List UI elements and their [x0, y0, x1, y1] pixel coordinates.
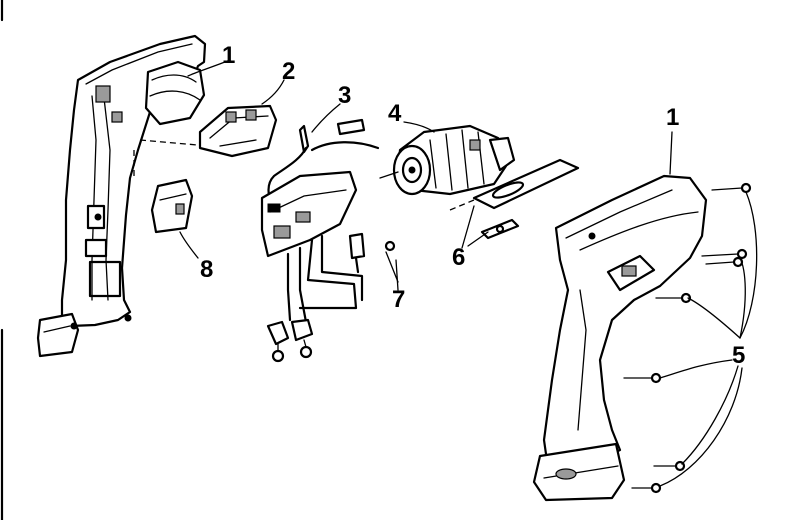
- label-trigger: 8: [200, 256, 214, 283]
- small-screw-part: [384, 240, 399, 283]
- switch-holder-part: [198, 104, 278, 158]
- label-plate-and-pin: 6: [452, 244, 466, 271]
- label-terminal-wire: 3: [338, 82, 352, 109]
- pin-part: [480, 218, 520, 240]
- label-small-screw: 7: [392, 286, 406, 313]
- trigger-part: [150, 178, 194, 234]
- label-housing-left: 1: [222, 42, 236, 69]
- leader-lines: [179, 59, 758, 487]
- label-switch-holder: 2: [282, 58, 296, 85]
- switch-wiring-assembly: [260, 118, 380, 363]
- motor-part: [379, 124, 516, 196]
- housing-screws: [623, 182, 752, 494]
- label-housing-right: 1: [666, 104, 680, 131]
- label-screws: 5: [732, 342, 746, 369]
- label-motor: 4: [388, 100, 402, 127]
- left-housing-half: [36, 34, 256, 358]
- mounting-plate-part: [449, 158, 580, 211]
- right-housing-half: [532, 174, 708, 502]
